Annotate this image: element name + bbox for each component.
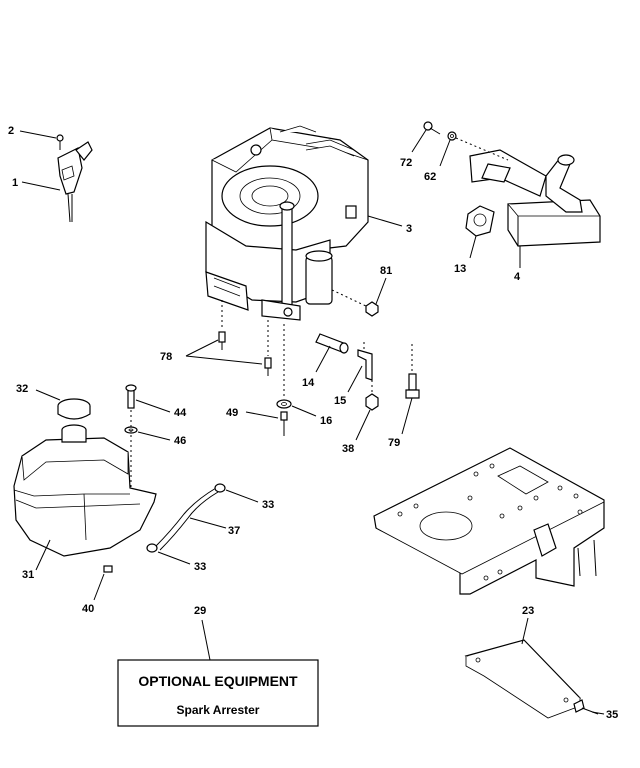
throttle-control bbox=[56, 134, 93, 223]
part-label-78: 78 bbox=[160, 351, 172, 363]
part-label-33-lower: 33 bbox=[194, 561, 206, 573]
bolt-79 bbox=[405, 344, 420, 399]
part-label-38: 38 bbox=[342, 443, 354, 455]
fuel-cap bbox=[57, 398, 91, 420]
exhaust-washer bbox=[447, 131, 457, 141]
part-label-15: 15 bbox=[334, 395, 346, 407]
part-label-49: 49 bbox=[226, 407, 238, 419]
part-label-31: 31 bbox=[22, 569, 34, 581]
exhaust-bolt bbox=[423, 121, 441, 135]
part-label-35: 35 bbox=[606, 709, 618, 721]
spacer-14 bbox=[315, 333, 349, 354]
muffler bbox=[469, 149, 601, 247]
part-label-4: 4 bbox=[514, 271, 521, 283]
part-label-16: 16 bbox=[320, 415, 332, 427]
part-label-46: 46 bbox=[174, 435, 186, 447]
part-label-81: 81 bbox=[380, 265, 392, 277]
part-label-62: 62 bbox=[424, 171, 436, 183]
part-label-40: 40 bbox=[82, 603, 94, 615]
part-label-32: 32 bbox=[16, 383, 28, 395]
part-label-14: 14 bbox=[302, 377, 315, 389]
bolts-78 bbox=[218, 300, 272, 376]
part-label-29: 29 bbox=[194, 605, 206, 617]
nut-38 bbox=[365, 380, 379, 411]
part-label-44: 44 bbox=[174, 407, 187, 419]
part-label-2: 2 bbox=[8, 125, 14, 137]
bolt-44 bbox=[125, 384, 137, 409]
clamp-33-lower bbox=[146, 543, 158, 553]
exhaust-gasket bbox=[465, 205, 495, 237]
washer-16 bbox=[276, 324, 292, 409]
engine-frame bbox=[373, 447, 605, 595]
optional-equipment-box: OPTIONAL EQUIPMENT Spark Arrester bbox=[117, 659, 319, 727]
spark-arrester-label: Spark Arrester bbox=[177, 703, 260, 717]
optional-equipment-title: OPTIONAL EQUIPMENT bbox=[138, 673, 298, 689]
part-label-1: 1 bbox=[12, 177, 18, 189]
part-label-37: 37 bbox=[228, 525, 240, 537]
engine bbox=[205, 125, 369, 321]
part-label-3: 3 bbox=[406, 223, 412, 235]
fuel-tank bbox=[13, 424, 157, 557]
bracket-15 bbox=[357, 342, 373, 381]
part-label-23: 23 bbox=[522, 605, 534, 617]
part-label-13: 13 bbox=[454, 263, 466, 275]
part-label-33-upper: 33 bbox=[262, 499, 274, 511]
bolt-49 bbox=[280, 411, 288, 436]
nut-81 bbox=[331, 289, 379, 317]
part-label-72: 72 bbox=[400, 157, 412, 169]
clip-40 bbox=[103, 565, 113, 573]
heat-shield bbox=[464, 639, 582, 719]
clamp-33-upper bbox=[214, 483, 226, 493]
fuel-line bbox=[155, 487, 219, 551]
screw-35 bbox=[573, 699, 599, 715]
part-label-79: 79 bbox=[388, 437, 400, 449]
